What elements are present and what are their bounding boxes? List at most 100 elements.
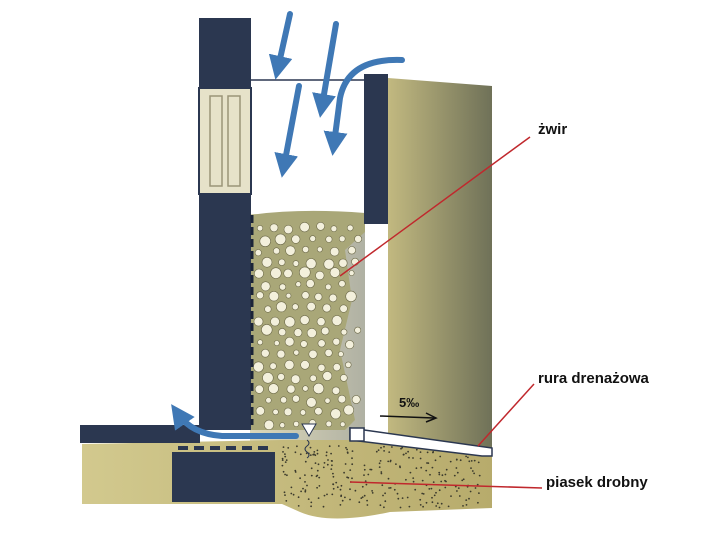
gravel-stone <box>351 395 361 404</box>
gravel-stone <box>292 394 300 403</box>
sand-grain <box>470 460 473 462</box>
gravel-stone <box>261 256 273 268</box>
gravel-stone <box>265 397 272 404</box>
label-drain-pipe: rura drenażowa <box>538 370 649 387</box>
sand-grain <box>399 506 402 509</box>
sand-grain <box>430 487 433 490</box>
sand-grain <box>349 498 351 501</box>
sand-grain <box>351 463 354 466</box>
sand-grain <box>409 471 412 474</box>
sand-grain <box>309 454 312 456</box>
sand-grain <box>318 485 321 487</box>
gravel-stone <box>299 222 310 233</box>
sand-grain <box>419 498 422 501</box>
sand-grain <box>282 470 285 473</box>
sand-grain <box>340 495 342 498</box>
fine-sand-layer <box>82 440 492 519</box>
sand-grain <box>477 461 480 464</box>
gravel-stone <box>315 270 325 281</box>
sand-grain <box>471 470 474 472</box>
sand-grain <box>300 490 302 493</box>
gravel-stone <box>270 267 282 279</box>
gravel-stone <box>268 291 280 302</box>
sand-grain <box>351 477 353 480</box>
sand-grain <box>455 458 458 461</box>
gravel-stone <box>291 234 301 244</box>
sand-grain <box>457 487 460 489</box>
sand-grain <box>426 451 429 454</box>
gravel-stone <box>331 386 341 395</box>
sand-grain <box>412 480 415 483</box>
sand-grain <box>351 457 353 460</box>
sand-grain <box>336 486 339 489</box>
sand-grain <box>316 474 319 477</box>
gravel-stone <box>338 280 346 288</box>
gravel-stone <box>338 258 348 268</box>
gravel-stone <box>324 397 331 404</box>
sand-grain <box>284 453 286 455</box>
gravel-stone <box>340 328 348 336</box>
sand-grain <box>473 472 475 475</box>
sand-grain <box>445 480 447 483</box>
gravel-stone <box>278 258 286 266</box>
sand-grain <box>284 461 287 463</box>
gravel-stone <box>354 234 362 243</box>
sand-grain <box>325 454 328 457</box>
sand-grain <box>401 446 404 449</box>
sand-grain <box>297 496 300 499</box>
gravel-stone <box>272 247 280 255</box>
sand-grain <box>285 500 288 502</box>
sand-grain <box>380 472 383 475</box>
sand-grain <box>302 487 304 490</box>
sand-grain <box>310 474 313 477</box>
sand-grain <box>465 504 468 506</box>
sand-grain <box>379 460 382 462</box>
gravel-stone <box>309 374 317 382</box>
gravel-stone <box>345 290 357 303</box>
label-fine-sand: piasek drobny <box>546 474 648 491</box>
sand-grain <box>347 476 350 479</box>
label-slope: 5‰ <box>399 395 420 410</box>
sand-grain <box>365 483 368 486</box>
sand-grain <box>363 464 366 467</box>
sand-grain <box>314 462 317 464</box>
sand-grain <box>431 501 434 504</box>
gravel-stone <box>330 408 342 420</box>
sand-grain <box>396 492 399 495</box>
sand-grain <box>332 472 334 475</box>
sand-grain <box>316 452 319 455</box>
sand-grain <box>369 468 372 471</box>
sand-grain <box>287 447 290 449</box>
gravel-stone <box>343 404 355 416</box>
foundation-wall-upper <box>199 18 251 88</box>
sand-grain <box>387 460 390 463</box>
sand-grain <box>405 478 407 481</box>
sand-grain <box>440 502 443 505</box>
sand-grain <box>335 481 338 484</box>
gravel-stone <box>274 233 287 246</box>
sand-grain <box>465 455 467 458</box>
sand-grain <box>427 462 430 464</box>
sand-grain <box>299 453 302 456</box>
sand-grain <box>425 501 428 504</box>
sand-grain <box>304 460 307 463</box>
sand-grain <box>461 479 464 482</box>
sand-grain <box>408 456 410 459</box>
gravel-stone <box>314 292 323 301</box>
sand-grain <box>282 451 284 453</box>
sand-grain <box>468 497 470 500</box>
sand-grain <box>422 505 424 508</box>
sand-grain <box>406 496 409 499</box>
gravel-stone <box>316 317 326 327</box>
gravel-stone <box>300 340 308 348</box>
gravel-stone <box>332 337 341 346</box>
rain-arrows <box>268 11 405 178</box>
sand-grain <box>393 488 396 491</box>
sand-grain <box>292 493 295 496</box>
gravel-stone <box>321 326 330 336</box>
sand-grain <box>281 459 284 461</box>
gravel-stone <box>325 283 332 291</box>
gravel-stone <box>292 260 300 267</box>
footing <box>172 452 275 502</box>
gravel-stone <box>306 327 317 338</box>
